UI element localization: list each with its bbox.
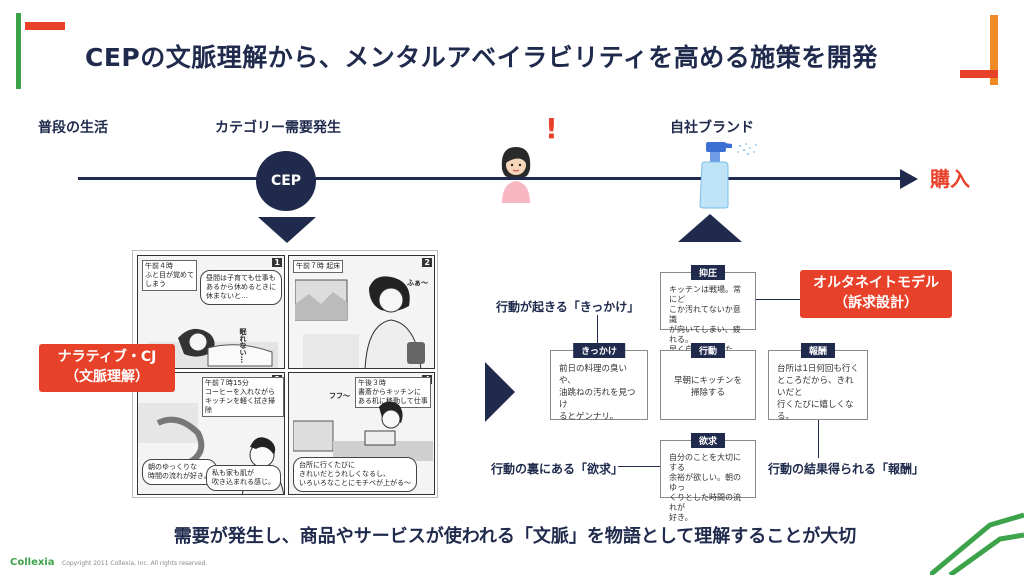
cep-circle: CEP [256, 151, 316, 211]
corner-decor-orange-top-right [990, 15, 998, 85]
panel-number: 1 [272, 258, 282, 267]
reward-body: 台所は1日何回も行く ところだから、きれいだと 行くたびに嬉しくなる。 [777, 364, 859, 422]
action-box: 行動 早朝にキッチンを 掃除する [660, 343, 756, 420]
action-header: 行動 [690, 343, 726, 358]
panel-number: 2 [422, 258, 432, 267]
manga-panel-3: 3 午前７時15分 コーヒーを入れながら キッチンを軽く拭き掃除 朝のゆっくりな… [137, 372, 285, 495]
trigger-connector [597, 315, 598, 350]
panel-caption: 午後３時 書斎からキッチンに ある机に移動して仕事 [355, 377, 431, 408]
callout-connector [756, 299, 800, 300]
timeline-line [78, 177, 908, 180]
suppress-header: 抑圧 [690, 265, 726, 280]
bottom-message: 需要が発生し、商品やサービスが使われる「文脈」を物語として理解することが大切 [173, 526, 857, 547]
purchase-label: 購入 [930, 167, 970, 191]
label-trigger: 行動が起きる「きっかけ」 [496, 300, 640, 314]
desire-body: 自分のことを大切にする 余裕が欲しい。朝のゆっ くりとした時間の流れが 好き。 [669, 453, 741, 522]
woman-avatar-icon [501, 147, 531, 203]
panel-caption: 午前７時 起床 [293, 260, 344, 273]
timeline-label-own-brand: 自社ブランド [670, 120, 754, 136]
waking-woman-illustration [295, 276, 425, 368]
working-woman-illustration [293, 401, 433, 461]
manga-panel-4: 4 午後３時 書斎からキッチンに ある机に移動して仕事 フフ〜 台所に行くたびに… [288, 372, 435, 495]
kikkake-body: 前日の料理の臭いや、 油跳ねの汚れを見つけ るとゲンナリ。 [559, 364, 636, 422]
exclamation-mark: ! [545, 112, 558, 145]
speech-bubble: 台所に行くたびに きれいだとうれしくなるし、 いろいろなことにモチベが上がる〜 [293, 457, 417, 492]
panel-sfx: ふぁ〜 [407, 279, 428, 287]
panel-caption: 午前４時 ふと目が覚めて しまう [142, 260, 197, 291]
right-arrow-triangle [485, 362, 515, 422]
panel-caption: 午前７時15分 コーヒーを入れながら キッチンを軽く拭き掃除 [202, 377, 284, 417]
reward-header: 報酬 [800, 343, 836, 358]
manga-comic: 1 午前４時 ふと目が覚めて しまう 昼間は子育ても仕事も あるから休めるときに… [132, 250, 438, 498]
label-reward: 行動の結果得られる「報酬」 [768, 462, 925, 476]
speech-bubble: 朝のゆっくりな 時間の流れが好き。 [142, 459, 217, 485]
panel-sfx: フフ〜 [329, 392, 350, 400]
kikkake-header: きっかけ [573, 343, 625, 358]
timeline-label-category-demand: カテゴリー需要発生 [215, 120, 341, 136]
spray-bottle-icon [699, 142, 757, 209]
corner-decor-red-top-right [960, 70, 998, 78]
narrative-cj-callout: ナラティブ・CJ （文脈理解） [39, 344, 175, 392]
reward-connector [818, 420, 819, 458]
kikkake-box: きっかけ 前日の料理の臭いや、 油跳ねの汚れを見つけ るとゲンナリ。 [550, 343, 648, 422]
reward-box: 報酬 台所は1日何回も行く ところだから、きれいだと 行くたびに嬉しくなる。 [768, 343, 868, 422]
desire-header: 欲求 [690, 433, 726, 448]
desire-connector [618, 466, 660, 467]
speech-bubble: 昼間は子育ても仕事も あるから休めるときに 休まないと… [200, 270, 282, 305]
speech-bubble-2: 私も家も肌が 吹き込まれる感じ。 [206, 465, 281, 491]
footer-copyright: Copyright 2011 Collexia, Inc. All rights… [62, 560, 208, 567]
timeline-label-daily-life: 普段の生活 [38, 120, 108, 136]
action-body: 早朝にキッチンを 掃除する [673, 376, 742, 398]
decorative-lines-bottom-right [930, 512, 1024, 575]
panel-sfx: 眠れない… [239, 328, 247, 363]
alternate-model-callout: オルタネイトモデル （訴求設計） [800, 270, 952, 318]
down-arrow-triangle [258, 217, 316, 243]
page-title: CEPの文脈理解から、メンタルアベイラビリティを高める施策を開発 [85, 43, 878, 72]
desire-box: 欲求 自分のことを大切にする 余裕が欲しい。朝のゆっ くりとした時間の流れが 好… [660, 433, 756, 522]
suppress-box: 抑圧 キッチンは戦場。常にど こか汚れてないか意識 が向いてしまい、疲れる。 早… [660, 265, 756, 364]
corner-decor-red-top-left [25, 22, 65, 30]
label-desire: 行動の裏にある「欲求」 [491, 462, 624, 476]
up-arrow-triangle [678, 214, 742, 242]
manga-panel-2: 2 午前７時 起床 ふぁ〜 [288, 255, 435, 369]
footer-logo: Collexia [10, 557, 55, 568]
corner-decor-green-top-left [16, 13, 21, 89]
timeline-arrowhead [900, 169, 918, 189]
cep-label: CEP [270, 173, 302, 189]
